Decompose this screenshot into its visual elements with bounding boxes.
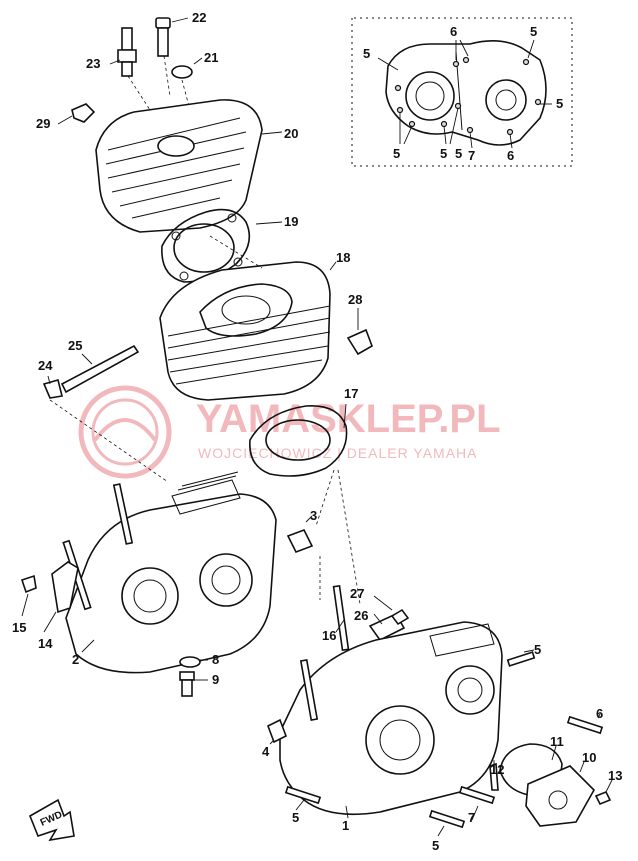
callout-1: 1: [342, 818, 349, 833]
drain-plug: [346, 328, 373, 356]
washer: [171, 65, 193, 79]
callout-2: 2: [72, 652, 79, 667]
locating-pin: [266, 718, 288, 744]
cylinder: [159, 261, 337, 401]
callout-8: 8: [212, 652, 219, 667]
stud-bolt: [332, 584, 350, 652]
pump-cover: [489, 743, 613, 827]
callout-23: 23: [86, 56, 100, 71]
callout-19: 19: [284, 214, 298, 229]
drain-bolt: [179, 671, 195, 697]
cap-nut: [71, 103, 96, 123]
watermark: YAMASKLEP.PL WOJCIECHOWICZ | DEALER YAMA…: [78, 385, 501, 479]
cylinder-head: [95, 99, 283, 233]
watermark-brand: YAMASKLEP.PL: [196, 397, 501, 441]
callout-29: 29: [36, 116, 50, 131]
crankcase-bolt-lower-left: [284, 785, 322, 805]
inset-callout-5-bottom-left: 5: [393, 146, 400, 161]
callout-12: 12: [490, 762, 504, 777]
crankcase-bolt-lower-right: [428, 809, 466, 829]
callout-22: 22: [192, 10, 206, 25]
bracket: [51, 561, 79, 614]
drain-washer: [179, 656, 201, 668]
callout-14: 14: [38, 636, 53, 651]
callout-16: 16: [322, 628, 336, 643]
spark-plug: [109, 27, 137, 77]
right-crankcase: [279, 621, 503, 819]
callout-17: 17: [344, 386, 358, 401]
cylinder-base-gasket: [249, 403, 348, 477]
callout-5-upper: 5: [534, 642, 541, 657]
inset-callout-6-bottom: 6: [507, 148, 514, 163]
left-crankcase: [62, 471, 277, 674]
callout-3: 3: [310, 508, 317, 523]
callout-10: 10: [582, 750, 596, 765]
inset-callout-6-top: 6: [450, 24, 457, 39]
callout-11: 11: [550, 734, 564, 749]
inset-callout-5-right: 5: [556, 96, 563, 111]
callout-7: 7: [468, 810, 475, 825]
cylinder-head-gasket: [161, 208, 283, 283]
inset-callout-5-bottom-a: 5: [440, 146, 447, 161]
clip: [368, 595, 410, 642]
crankcase-bolt-7: [458, 785, 496, 805]
watermark-subtitle: WOJCIECHOWICZ | DEALER YAMAHA: [198, 445, 477, 461]
inset-callout-7: 7: [468, 148, 475, 163]
callout-28: 28: [348, 292, 362, 307]
callout-25: 25: [68, 338, 82, 353]
callout-21: 21: [204, 50, 218, 65]
callout-24: 24: [38, 358, 53, 373]
crankcase-inset: 5 6 5 5 5 5 5 7 6: [351, 17, 573, 167]
callout-18: 18: [336, 250, 350, 265]
callout-26: 26: [354, 608, 368, 623]
inset-callout-5-top-right: 5: [530, 24, 537, 39]
callout-6: 6: [596, 706, 603, 721]
callout-5-lower-left: 5: [292, 810, 299, 825]
inset-callout-5-bottom-b: 5: [455, 146, 462, 161]
callout-13: 13: [608, 768, 622, 783]
fwd-arrow-icon: FWD: [28, 798, 75, 842]
screw: [20, 574, 37, 594]
pipe: [42, 344, 140, 399]
cylinder-head-bolt: [155, 17, 189, 57]
inset-callout-5-left: 5: [363, 46, 370, 61]
dowel-pin: [286, 528, 314, 554]
callout-9: 9: [212, 672, 219, 687]
callout-27: 27: [350, 586, 364, 601]
crankcase-bolt-upper: [506, 651, 536, 667]
crankcase-bolt-6: [566, 715, 604, 735]
callout-4: 4: [262, 744, 270, 759]
callout-20: 20: [284, 126, 298, 141]
callout-15: 15: [12, 620, 26, 635]
callout-5-lower-right: 5: [432, 838, 439, 853]
callouts: 22 23 21 29 20 19 18 28 25 24 17 3 27 26…: [12, 10, 622, 853]
